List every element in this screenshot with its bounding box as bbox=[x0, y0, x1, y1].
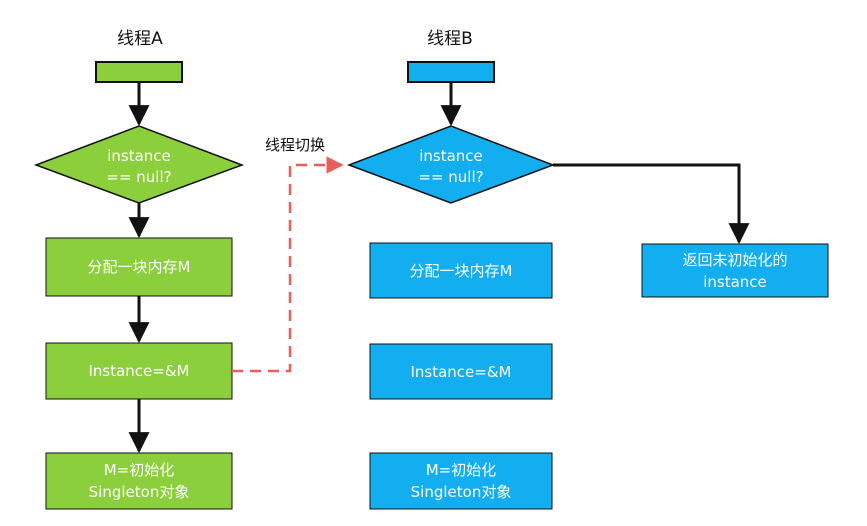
thread-b-title: 线程B bbox=[427, 29, 473, 49]
thread-a-title: 线程A bbox=[117, 29, 163, 49]
thread-b-start-node bbox=[407, 61, 495, 83]
thread-b-return-line2: instance bbox=[703, 273, 767, 291]
thread-b-decision-node bbox=[346, 125, 556, 204]
thread-a-start-node bbox=[95, 61, 183, 83]
thread-b-return-node bbox=[641, 243, 829, 298]
thread-a-decision-line1: instance bbox=[107, 147, 171, 165]
thread-b-assign-node bbox=[369, 343, 553, 400]
thread-a-init-line1: M=初始化 bbox=[104, 461, 175, 479]
thread-b-init-line1: M=初始化 bbox=[426, 461, 497, 479]
thread-a-allocate-node bbox=[45, 237, 233, 297]
thread-b-return-line1: 返回未初始化的 bbox=[682, 251, 787, 269]
thread-switch-label: 线程切换 bbox=[265, 136, 325, 154]
thread-b-assign-label: Instance=&M bbox=[410, 363, 511, 381]
thread-a-allocate-label: 分配一块内存M bbox=[88, 258, 191, 276]
thread-a-init-node bbox=[45, 452, 233, 510]
thread-b-decision-line1: instance bbox=[419, 147, 483, 165]
thread-b-init-node bbox=[369, 452, 553, 510]
thread-a-decision-line2: == null? bbox=[106, 168, 171, 186]
thread-b-allocate-label: 分配一块内存M bbox=[410, 262, 513, 280]
thread-switch-arrow bbox=[232, 156, 344, 373]
thread-a-init-line2: Singleton对象 bbox=[89, 483, 190, 501]
thread-b-decision-line2: == null? bbox=[418, 168, 483, 186]
thread-a-assign-label: Instance=&M bbox=[88, 362, 189, 380]
thread-b-arrow-check-to-return bbox=[553, 163, 750, 245]
thread-b-init-line2: Singleton对象 bbox=[411, 483, 512, 501]
thread-b-allocate-node bbox=[369, 242, 553, 299]
